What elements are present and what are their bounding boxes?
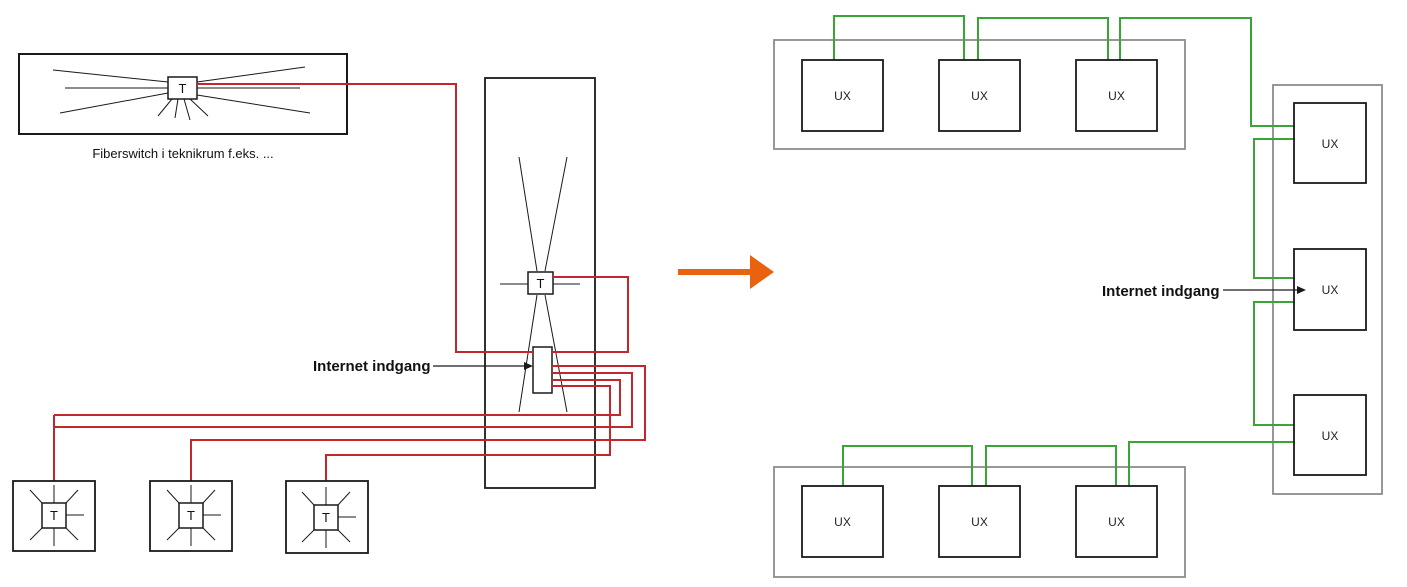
- svg-text:UX: UX: [1108, 515, 1125, 529]
- svg-text:UX: UX: [1322, 283, 1339, 297]
- cabinet-t-box: [527, 271, 554, 295]
- fiberswitch-t-box: [167, 76, 198, 100]
- bottom-unit-2: UX: [938, 485, 1021, 558]
- top-unit-2: UX: [938, 59, 1021, 132]
- side-unit-2: UX: [1293, 248, 1367, 331]
- top-unit-3: UX: [1075, 59, 1158, 132]
- svg-text:UX: UX: [834, 89, 851, 103]
- transition-arrow: [678, 255, 774, 289]
- internet-entry-label-right: Internet indgang: [1102, 283, 1220, 300]
- fiberswitch-caption: Fiberswitch i teknikrum f.eks. ...: [92, 146, 273, 161]
- svg-text:UX: UX: [834, 515, 851, 529]
- svg-text:UX: UX: [1322, 137, 1339, 151]
- side-unit-3: UX: [1293, 394, 1367, 476]
- bottom-group-frame: [773, 466, 1186, 578]
- svg-text:UX: UX: [1108, 89, 1125, 103]
- internet-entry-unit: [532, 346, 553, 394]
- outlet-3-letter: T: [322, 510, 330, 525]
- internet-entry-label-left: Internet indgang: [313, 358, 431, 375]
- internet-entry-arrow-left: [433, 362, 533, 370]
- side-unit-1: UX: [1293, 102, 1367, 184]
- riser-cabinet: T: [484, 77, 596, 489]
- outlet-box-3: T: [285, 480, 369, 554]
- fiberswitch-rays: [52, 66, 311, 121]
- svg-text:UX: UX: [971, 515, 988, 529]
- green-cabling: [833, 15, 1294, 486]
- outlet-1-letter: T: [50, 508, 58, 523]
- outlet-2-letter: T: [187, 508, 195, 523]
- red-cabling: [53, 83, 646, 481]
- outlet-box-2: T: [149, 480, 233, 552]
- outlet-box-1: T: [12, 480, 96, 552]
- internet-entry-arrow-right: [1223, 286, 1306, 294]
- bottom-unit-1: UX: [801, 485, 884, 558]
- bottom-unit-3: UX: [1075, 485, 1158, 558]
- top-group-frame: [773, 39, 1186, 150]
- cabinet-t-letter: T: [537, 276, 545, 291]
- fiberswitch-t-letter: T: [179, 81, 187, 96]
- svg-text:UX: UX: [971, 89, 988, 103]
- svg-text:UX: UX: [1322, 429, 1339, 443]
- fiberswitch-box: T: [18, 53, 348, 135]
- top-unit-1: UX: [801, 59, 884, 132]
